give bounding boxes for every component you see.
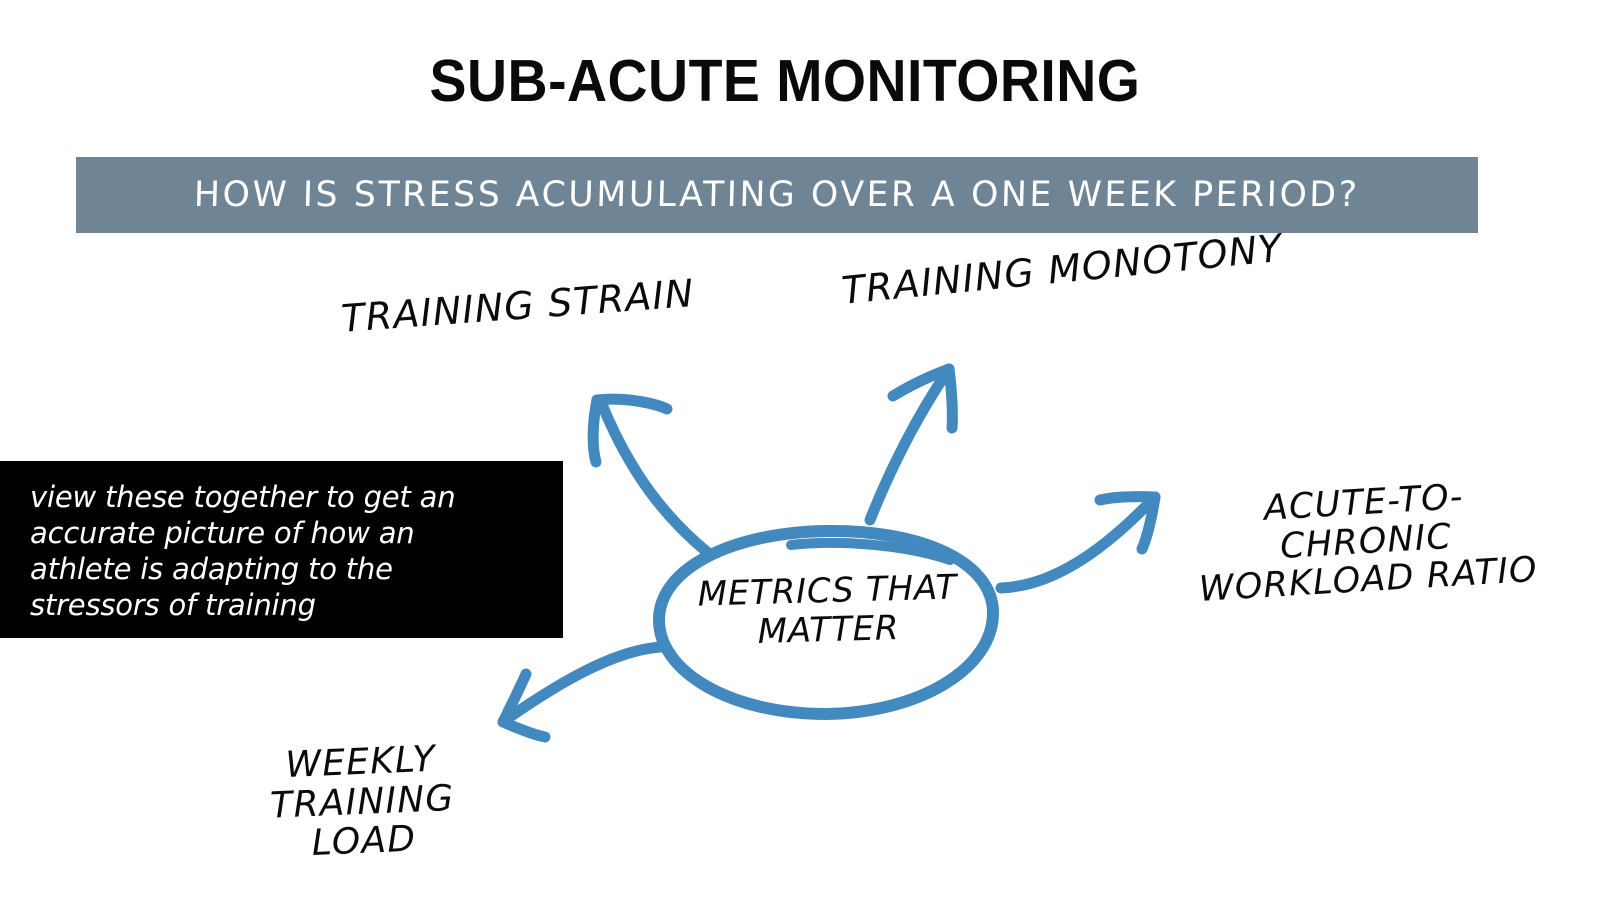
arrow-up-right: [864, 363, 958, 526]
callout-box: view these together to get an accurate p…: [0, 461, 563, 638]
node-label-training-strain: TRAINING STRAIN: [339, 271, 696, 341]
node-label-weekly-training-load: WEEKLY TRAINING LOAD: [269, 738, 456, 865]
callout-text: view these together to get an accurate p…: [30, 479, 456, 622]
page-title: SUB-ACUTE MONITORING: [429, 48, 1141, 114]
center-node-ellipse-overstroke: [786, 538, 955, 565]
subtitle-banner: HOW IS STRESS ACUMULATING OVER A ONE WEE…: [76, 157, 1478, 233]
arrow-down-left: [497, 641, 667, 743]
node-label-acute-to-chronic-workload-ratio: ACUTE-TO-CHRONIC WORKLOAD RATIO: [1197, 477, 1539, 610]
arrow-up-left: [587, 393, 713, 558]
center-node-label: METRICS THAT MATTER: [697, 567, 958, 653]
arrow-right: [995, 491, 1161, 594]
subtitle-banner-text: HOW IS STRESS ACUMULATING OVER A ONE WEE…: [193, 175, 1361, 215]
node-label-training-monotony: TRAINING MONOTONY: [839, 225, 1285, 313]
